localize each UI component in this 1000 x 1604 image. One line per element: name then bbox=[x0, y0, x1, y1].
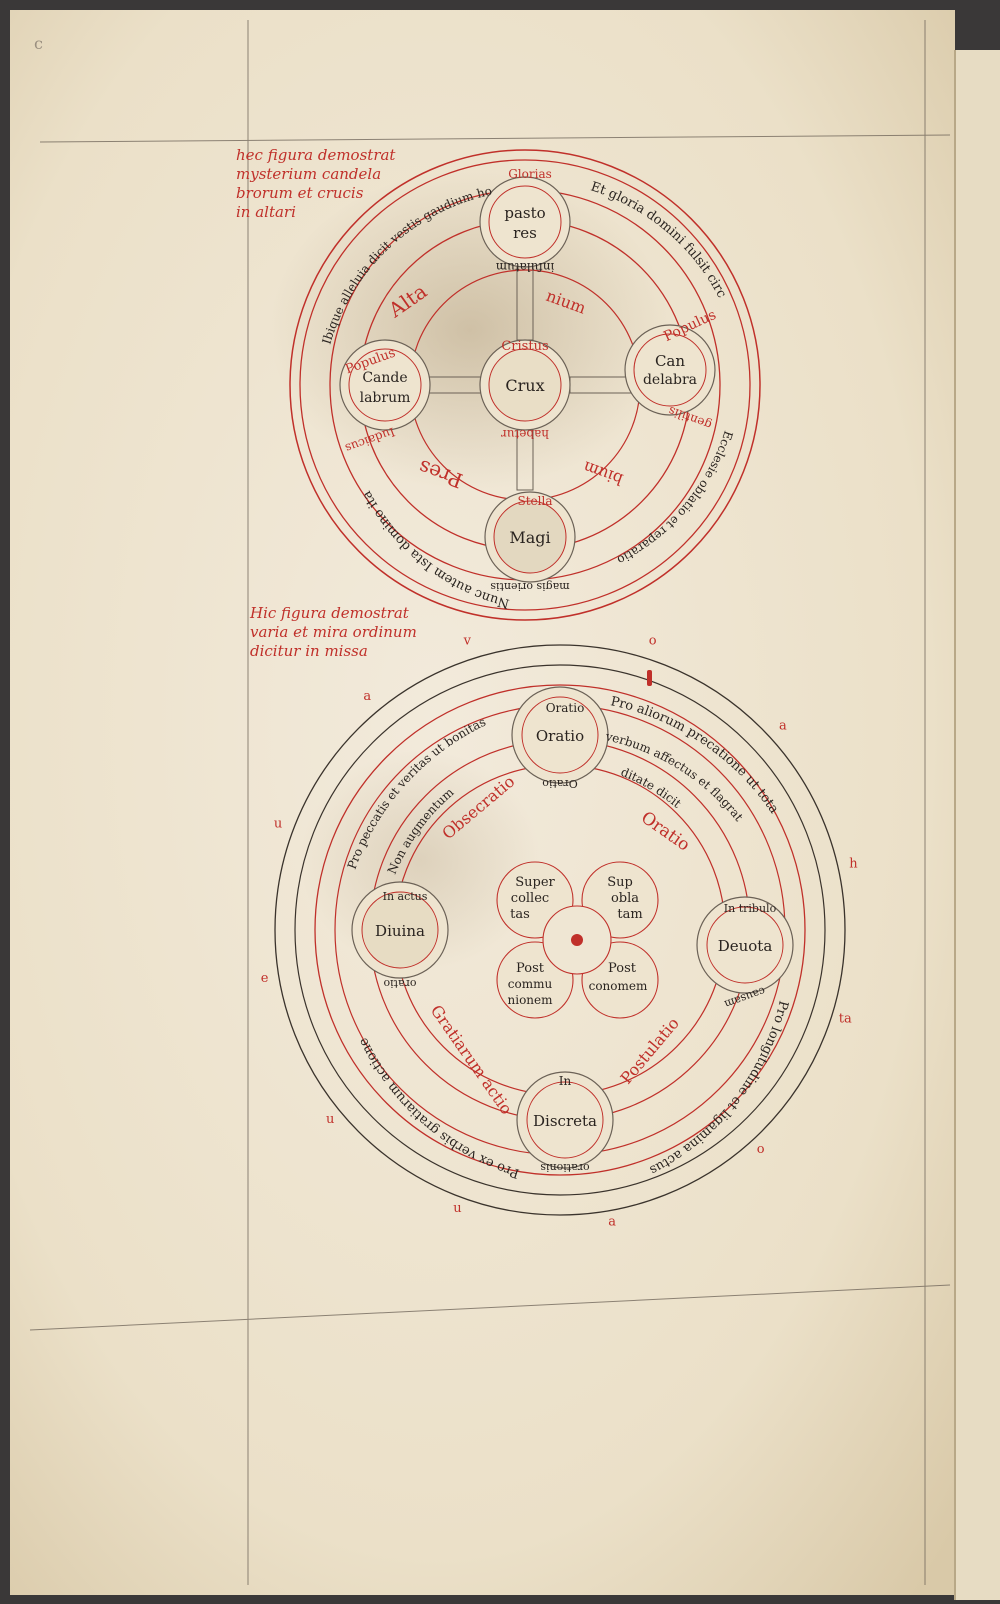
petal-3-line3: nionem bbox=[508, 993, 554, 1007]
outer-letter-7: u bbox=[453, 1201, 461, 1216]
upper-node-right-line1: Can bbox=[655, 352, 685, 370]
lower-node-bottom-above: In bbox=[559, 1074, 572, 1088]
upper-node-bottom-line1: Magi bbox=[509, 528, 550, 547]
upper-node-right-line2: delabra bbox=[643, 372, 697, 388]
lower-node-left-below: oratio bbox=[383, 977, 416, 990]
petal-3-line1: Post bbox=[516, 961, 545, 976]
lower-node-left-label: Diuina bbox=[375, 922, 425, 940]
upper-node-left-line2: labrum bbox=[360, 390, 411, 406]
petal-3-line2: commu bbox=[508, 977, 553, 991]
outer-letter-11: a bbox=[363, 689, 371, 704]
upper-caption-line-4: in altari bbox=[236, 203, 436, 222]
outer-letter-5: o bbox=[757, 1142, 765, 1157]
upper-node-bottom-below: magis orientis bbox=[490, 580, 570, 593]
petal-1-line2: collec bbox=[511, 891, 549, 906]
petal-2-line3: tam bbox=[617, 907, 642, 922]
upper-caption-line-2: mysterium candela bbox=[236, 165, 436, 184]
upper-caption-line-3: brorum et crucis bbox=[236, 184, 436, 203]
petal-2-line1: Sup bbox=[607, 875, 633, 890]
lower-node-right-label: Deuota bbox=[718, 937, 773, 955]
outer-letter-1: o bbox=[649, 634, 657, 649]
upper-node-left-line1: Cande bbox=[362, 370, 407, 386]
outer-letter-10: u bbox=[274, 816, 282, 831]
lower-caption-line-2: varia et mira ordinum bbox=[250, 623, 470, 642]
upper-node-top-below: infulatum bbox=[495, 260, 554, 274]
upper-hub-ring-word-below: habetur bbox=[501, 427, 549, 441]
outer-letter-2: a bbox=[779, 718, 787, 733]
upper-node-bottom-above: Stella bbox=[518, 494, 553, 508]
lower-node-bottom-below: orationis bbox=[540, 1161, 590, 1174]
outer-letter-8: u bbox=[326, 1112, 334, 1127]
upper-node-top-above: Glorias bbox=[508, 167, 552, 181]
petal-4-line2: conomem bbox=[589, 979, 648, 993]
center-dot bbox=[571, 934, 583, 946]
outer-letter-4: ta bbox=[839, 1012, 852, 1027]
outer-letter-6: a bbox=[608, 1214, 616, 1229]
red-top-tick bbox=[647, 670, 652, 686]
outer-letter-3: h bbox=[849, 857, 858, 872]
lower-node-top-below: Oratio bbox=[542, 777, 578, 790]
lower-node-bottom-label: Discreta bbox=[533, 1112, 597, 1130]
facing-page-edge bbox=[955, 50, 1000, 1600]
petal-1-line3: tas bbox=[510, 907, 530, 922]
folio-mark: c bbox=[34, 34, 43, 53]
petal-2-line2: obla bbox=[611, 891, 639, 906]
upper-caption-line-1: hec figura demostrat bbox=[236, 146, 436, 165]
lower-node-left-above: In actus bbox=[383, 890, 428, 903]
lower-node-right-above: In tribulo bbox=[724, 902, 777, 915]
upper-hub-ring-word: Cristus bbox=[501, 339, 548, 354]
lower-caption-line-1: Hic figura demostrat bbox=[250, 604, 470, 623]
upper-node-top-line2: res bbox=[513, 224, 537, 242]
outer-letter-9: e bbox=[261, 971, 269, 986]
lower-node-top-above: Oratio bbox=[546, 701, 585, 715]
lower-caption: Hic figura demostrat varia et mira ordin… bbox=[250, 604, 470, 661]
lower-caption-line-3: dicitur in missa bbox=[250, 642, 470, 661]
upper-node-top-line1: pasto bbox=[504, 204, 545, 222]
upper-hub-label: Crux bbox=[505, 376, 544, 395]
lower-node-top-label: Oratio bbox=[536, 727, 584, 745]
petal-4-line1: Post bbox=[608, 961, 637, 976]
petal-1-line1: Super bbox=[515, 875, 555, 890]
upper-caption: hec figura demostrat mysterium candela b… bbox=[236, 146, 436, 222]
